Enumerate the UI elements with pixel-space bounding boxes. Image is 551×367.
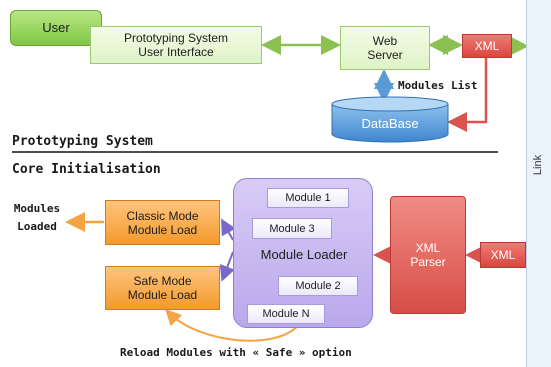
loader-safe-arrow <box>219 251 235 282</box>
xml-mid-node: XML <box>480 242 526 268</box>
reload-curve <box>165 309 303 342</box>
module-3-label: Module 3 <box>269 222 315 235</box>
reload-caption: Reload Modules with « Safe » option <box>120 346 352 359</box>
module-loader-label: Module Loader <box>260 247 348 262</box>
xml-top-label: XML <box>474 39 500 53</box>
module-n-box: Module N <box>247 304 325 324</box>
prototyping-ui-node: Prototyping System User Interface <box>90 26 262 64</box>
module-3-box: Module 3 <box>252 218 332 239</box>
user-label: User <box>42 20 70 35</box>
title-line-1: Prototyping System <box>12 134 153 149</box>
database-label: DataBase <box>361 116 419 131</box>
xml-top-node: XML <box>462 34 512 58</box>
module-n-label: Module N <box>262 308 310 320</box>
link-label-wrap: Link <box>526 150 551 180</box>
database-node <box>331 96 449 143</box>
safe-mode-label: Safe Mode Module Load <box>127 274 198 302</box>
safe-mode-node: Safe Mode Module Load <box>105 266 220 310</box>
title-line-2: Core Initialisation <box>12 162 161 177</box>
module-2-box: Module 2 <box>278 276 358 296</box>
loader-classic-arrow <box>221 218 236 241</box>
classic-mode-node: Classic Mode Module Load <box>105 200 220 245</box>
user-node: User <box>10 10 102 46</box>
web-server-node: Web Server <box>340 26 430 70</box>
xml-parser-label: XML Parser <box>410 241 446 269</box>
classic-mode-label: Classic Mode Module Load <box>126 208 199 237</box>
xml-db-arrow <box>447 58 488 132</box>
web-server-label: Web Server <box>367 34 403 62</box>
prototyping-ui-label: Prototyping System User Interface <box>123 31 229 59</box>
modules-list-label: Modules List <box>398 79 478 92</box>
module-1-box: Module 1 <box>267 188 349 208</box>
link-bar <box>526 0 551 367</box>
xml-parser-node: XML Parser <box>390 196 466 314</box>
xml-mid-label: XML <box>490 248 516 262</box>
module-2-label: Module 2 <box>295 280 341 292</box>
module-1-label: Module 1 <box>285 192 331 204</box>
link-label: Link <box>532 154 545 176</box>
modules-loaded-label: Modules Loaded <box>13 202 61 233</box>
